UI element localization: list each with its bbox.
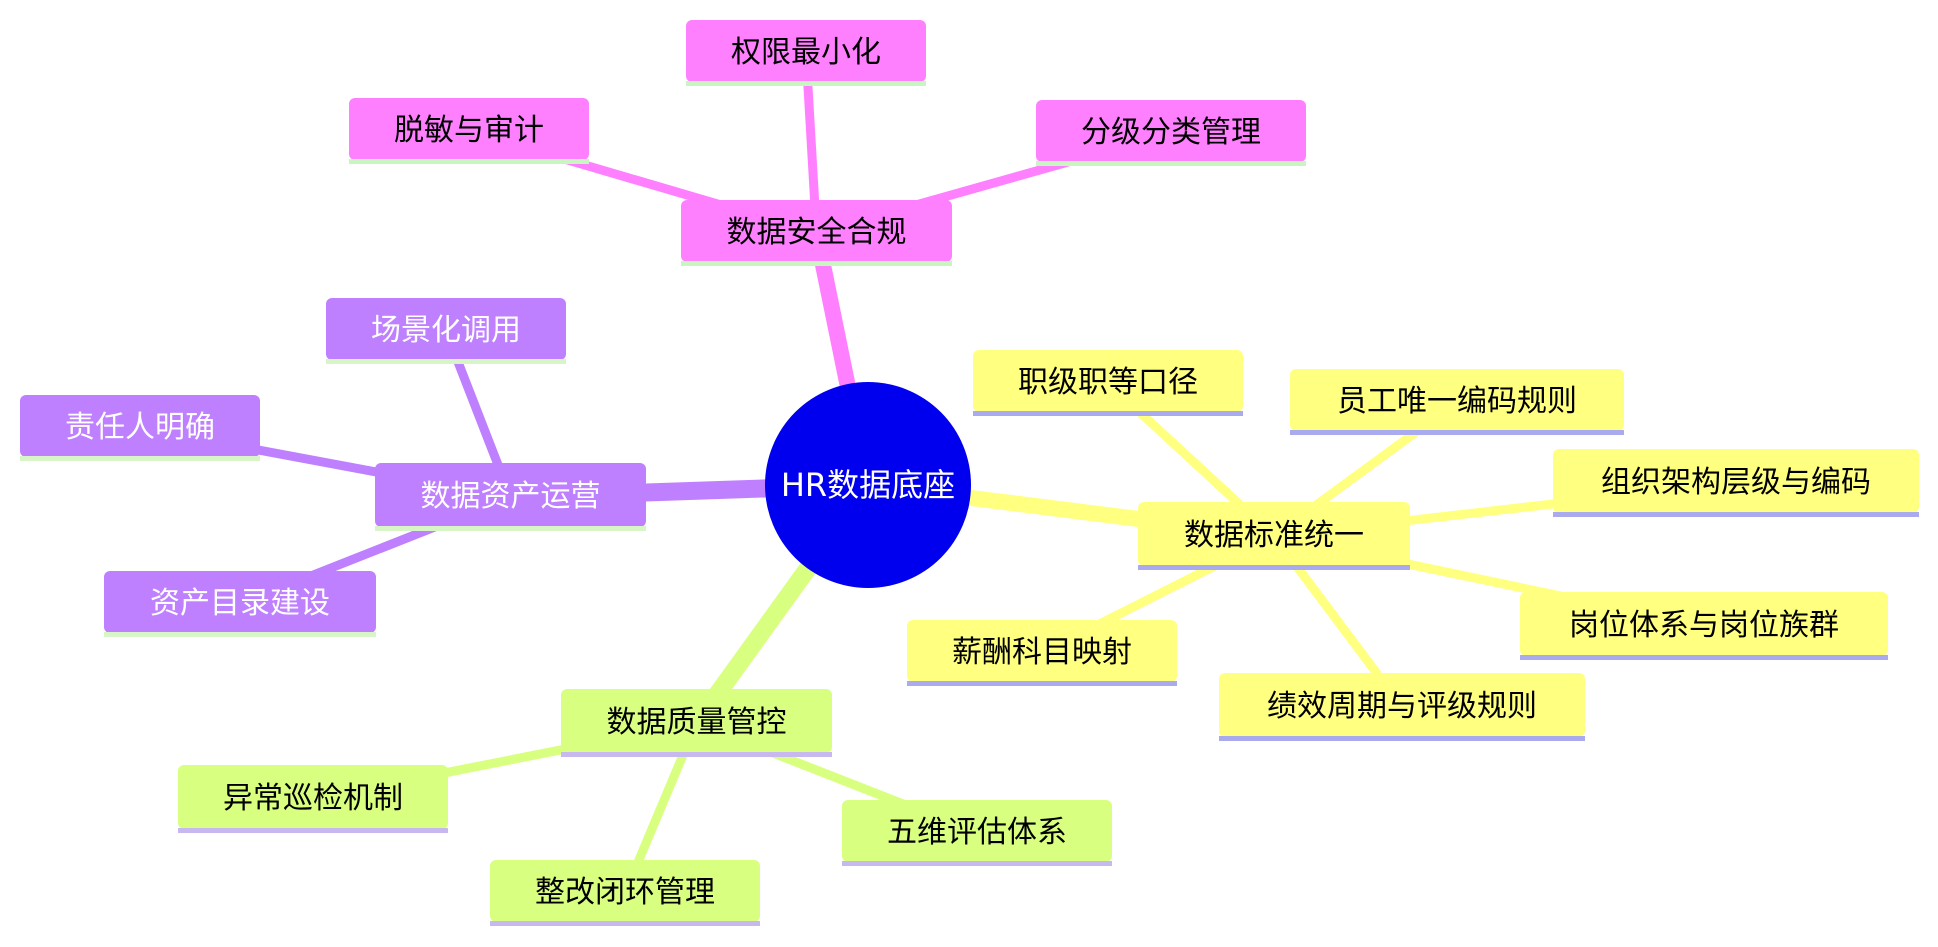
branch-node-quality-box (561, 689, 832, 753)
child-node-standard-4-box (1219, 673, 1585, 737)
branch-node-asset-underline (375, 526, 646, 531)
child-node-security-1-label: 脱敏与审计 (394, 113, 544, 148)
child-node-standard-2-underline (1553, 512, 1919, 517)
root-node[interactable]: HR数据底座 (765, 382, 971, 588)
child-node-security-0-label: 权限最小化 (731, 35, 881, 70)
child-node-asset-2-label: 资产目录建设 (150, 586, 330, 621)
child-node-quality-2-label: 异常巡检机制 (223, 781, 403, 816)
child-node-quality-2-underline (178, 828, 448, 833)
branch-node-standard-label: 数据标准统一 (1184, 518, 1364, 553)
child-node-quality-2-box (178, 765, 448, 829)
branch-node-asset[interactable]: 数据资产运营 (375, 463, 646, 531)
branch-node-asset-box (375, 463, 646, 527)
child-node-standard-3-underline (1520, 655, 1888, 660)
child-node-security-2-box (1036, 100, 1306, 162)
child-node-security-1-box (349, 98, 589, 160)
child-node-security-2-underline (1036, 161, 1306, 166)
child-node-asset-1-box (20, 395, 260, 457)
child-node-security-1[interactable]: 脱敏与审计 (349, 98, 589, 164)
child-node-standard-4-label: 绩效周期与评级规则 (1267, 689, 1537, 724)
child-node-asset-1[interactable]: 责任人明确 (20, 395, 260, 461)
child-node-standard-2-label: 组织架构层级与编码 (1601, 465, 1871, 500)
branch-node-standard-box (1138, 502, 1410, 566)
child-node-asset-2-box (104, 571, 376, 633)
child-node-quality-0-label: 五维评估体系 (887, 815, 1067, 850)
branch-node-asset-label: 数据资产运营 (421, 479, 601, 514)
child-node-asset-1-label: 责任人明确 (65, 410, 215, 445)
child-node-security-1-underline (349, 159, 589, 164)
child-node-quality-0-box (842, 800, 1112, 862)
child-node-standard-4-underline (1219, 736, 1585, 741)
child-node-asset-1-underline (20, 456, 260, 461)
child-node-security-0-underline (686, 81, 926, 86)
child-node-standard-3-label: 岗位体系与岗位族群 (1569, 608, 1839, 643)
child-node-security-0[interactable]: 权限最小化 (686, 20, 926, 86)
branch-node-standard[interactable]: 数据标准统一 (1138, 502, 1410, 570)
child-node-quality-1-underline (490, 921, 760, 926)
branch-node-security-label: 数据安全合规 (727, 215, 907, 250)
child-node-quality-0-underline (842, 861, 1112, 866)
child-node-asset-2-underline (104, 632, 376, 637)
child-node-asset-2[interactable]: 资产目录建设 (104, 571, 376, 637)
child-node-quality-2[interactable]: 异常巡检机制 (178, 765, 448, 833)
child-node-standard-1-underline (1290, 430, 1624, 435)
child-node-asset-0-underline (326, 359, 566, 364)
root-circle (765, 382, 971, 588)
child-node-quality-1-box (490, 860, 760, 922)
branch-node-security-box (681, 200, 952, 262)
child-node-standard-3-box (1520, 592, 1888, 656)
child-node-standard-0-label: 职级职等口径 (1018, 365, 1198, 400)
branch-node-quality[interactable]: 数据质量管控 (561, 689, 832, 757)
child-node-security-2[interactable]: 分级分类管理 (1036, 100, 1306, 166)
child-node-standard-5[interactable]: 薪酬科目映射 (907, 620, 1177, 686)
child-node-standard-0-underline (973, 411, 1243, 416)
child-node-standard-5-box (907, 620, 1177, 682)
child-node-security-2-label: 分级分类管理 (1081, 115, 1261, 150)
child-node-asset-0-box (326, 298, 566, 360)
child-node-standard-4[interactable]: 绩效周期与评级规则 (1219, 673, 1585, 741)
branch-node-security[interactable]: 数据安全合规 (681, 200, 952, 266)
child-node-quality-1[interactable]: 整改闭环管理 (490, 860, 760, 926)
child-node-standard-1-label: 员工唯一编码规则 (1337, 384, 1577, 419)
child-node-standard-5-underline (907, 681, 1177, 686)
child-node-quality-1-label: 整改闭环管理 (535, 875, 715, 910)
child-node-standard-0[interactable]: 职级职等口径 (973, 350, 1243, 416)
branch-node-quality-underline (561, 752, 832, 757)
child-node-standard-5-label: 薪酬科目映射 (952, 635, 1132, 670)
branch-node-standard-underline (1138, 565, 1410, 570)
child-node-asset-0-label: 场景化调用 (371, 313, 521, 348)
root-label: HR数据底座 (781, 466, 955, 504)
child-node-standard-3[interactable]: 岗位体系与岗位族群 (1520, 592, 1888, 660)
branch-node-security-underline (681, 261, 952, 266)
branch-node-quality-label: 数据质量管控 (607, 705, 787, 740)
child-node-standard-1-box (1290, 369, 1624, 431)
child-node-standard-2[interactable]: 组织架构层级与编码 (1553, 449, 1919, 517)
child-node-security-0-box (686, 20, 926, 82)
child-node-asset-0[interactable]: 场景化调用 (326, 298, 566, 364)
child-node-standard-0-box (973, 350, 1243, 412)
child-node-standard-2-box (1553, 449, 1919, 513)
child-node-standard-1[interactable]: 员工唯一编码规则 (1290, 369, 1624, 435)
child-node-quality-0[interactable]: 五维评估体系 (842, 800, 1112, 866)
